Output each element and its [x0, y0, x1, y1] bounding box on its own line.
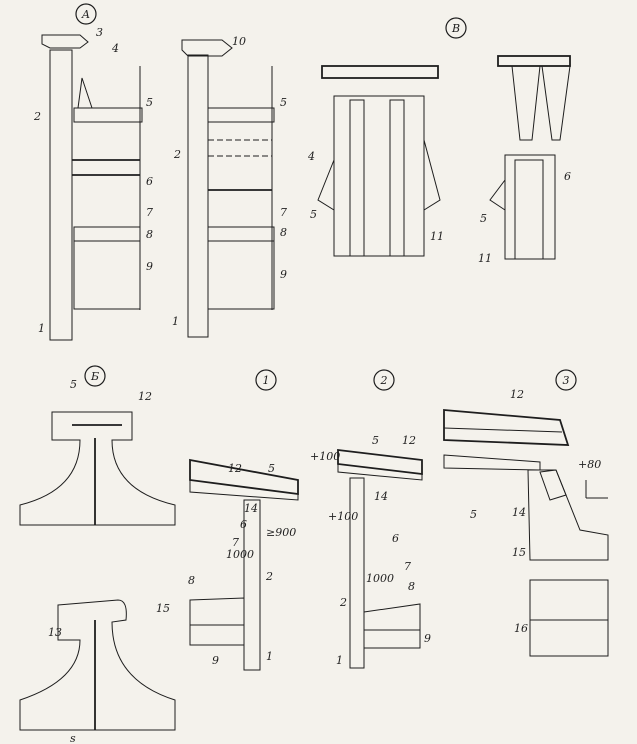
callout-1a: 1: [38, 322, 45, 335]
detail-v-left: [317, 65, 441, 257]
section-mark-2-text: 2: [380, 374, 388, 387]
section-mark-2: 2: [373, 369, 395, 391]
section-mark-1-text: 1: [263, 374, 270, 387]
callout-15b: 15: [512, 546, 526, 559]
callout-2a: 2: [33, 110, 41, 123]
callout-8b: 8: [280, 226, 287, 239]
dim-100a: +100: [310, 450, 340, 463]
detail-a-right: [181, 39, 275, 338]
callout-11b: 11: [478, 252, 492, 265]
callout-8c: 8: [188, 574, 195, 587]
callout-6b: 6: [240, 518, 247, 531]
detail-v-right: [489, 55, 571, 260]
callout-9d: 9: [424, 632, 431, 645]
callout-9c: 9: [212, 654, 219, 667]
callout-14a: 14: [244, 502, 258, 515]
section-mark-b: Б: [84, 365, 106, 387]
detail-1: [189, 458, 299, 671]
section-mark-1: 1: [255, 369, 277, 391]
callout-6v: 6: [564, 170, 571, 183]
callout-1b: 1: [172, 315, 179, 328]
callout-12d: 12: [510, 388, 524, 401]
callout-7b: 7: [280, 206, 287, 219]
callout-9a: 9: [146, 260, 153, 273]
callout-11a: 11: [430, 230, 444, 243]
callout-12b: 12: [228, 462, 242, 475]
section-mark-3: 3: [555, 369, 577, 391]
dim-80: +80: [578, 458, 601, 471]
callout-2d: 2: [339, 596, 347, 609]
section-mark-b-text: Б: [90, 370, 99, 383]
callout-5f: 5: [470, 508, 477, 521]
callout-3: 3: [96, 26, 103, 39]
callout-8a: 8: [146, 228, 153, 241]
section-mark-v: В: [445, 17, 467, 39]
callout-5c: 5: [70, 378, 77, 391]
dim-900: ≥900: [266, 526, 296, 539]
callout-9b: 9: [280, 268, 287, 281]
callout-13: 13: [48, 626, 62, 639]
callout-14b: 14: [374, 490, 388, 503]
callout-5b: 5: [280, 96, 287, 109]
callout-5v2: 5: [480, 212, 487, 225]
callout-5v: 5: [310, 208, 317, 221]
callout-12c: 12: [402, 434, 416, 447]
callout-6a: 6: [146, 175, 153, 188]
section-mark-3-text: 3: [563, 374, 570, 387]
detail-b-upper: [19, 411, 176, 526]
callout-2c: 2: [265, 570, 273, 583]
dim-1000a: 1000: [226, 548, 254, 561]
callout-7c: 7: [232, 536, 239, 549]
dim-s: s: [70, 732, 76, 744]
callout-5d: 5: [268, 462, 275, 475]
callout-16: 16: [514, 622, 528, 635]
dim-100b: +100: [328, 510, 358, 523]
callout-6c: 6: [392, 532, 399, 545]
section-mark-v-text: В: [451, 22, 460, 35]
section-mark-a-text: A: [81, 8, 90, 21]
callout-2b: 2: [173, 148, 181, 161]
callout-7d: 7: [404, 560, 411, 573]
callout-10: 10: [232, 35, 246, 48]
callout-12a: 12: [138, 390, 152, 403]
detail-b-lower: [19, 599, 176, 731]
detail-2: [337, 448, 423, 669]
callout-5e: 5: [372, 434, 379, 447]
section-mark-a: A: [75, 3, 97, 25]
detail-3: [443, 409, 609, 657]
callout-1c: 1: [266, 650, 273, 663]
callout-4: 4: [111, 42, 119, 55]
callout-4v: 4: [307, 150, 315, 163]
callout-8d: 8: [408, 580, 415, 593]
callout-14c: 14: [512, 506, 526, 519]
dim-1000b: 1000: [366, 572, 394, 585]
detail-a-left: [41, 34, 143, 341]
callout-1d: 1: [336, 654, 343, 667]
callout-7a: 7: [146, 206, 153, 219]
callout-15a: 15: [156, 602, 170, 615]
callout-5a: 5: [146, 96, 153, 109]
